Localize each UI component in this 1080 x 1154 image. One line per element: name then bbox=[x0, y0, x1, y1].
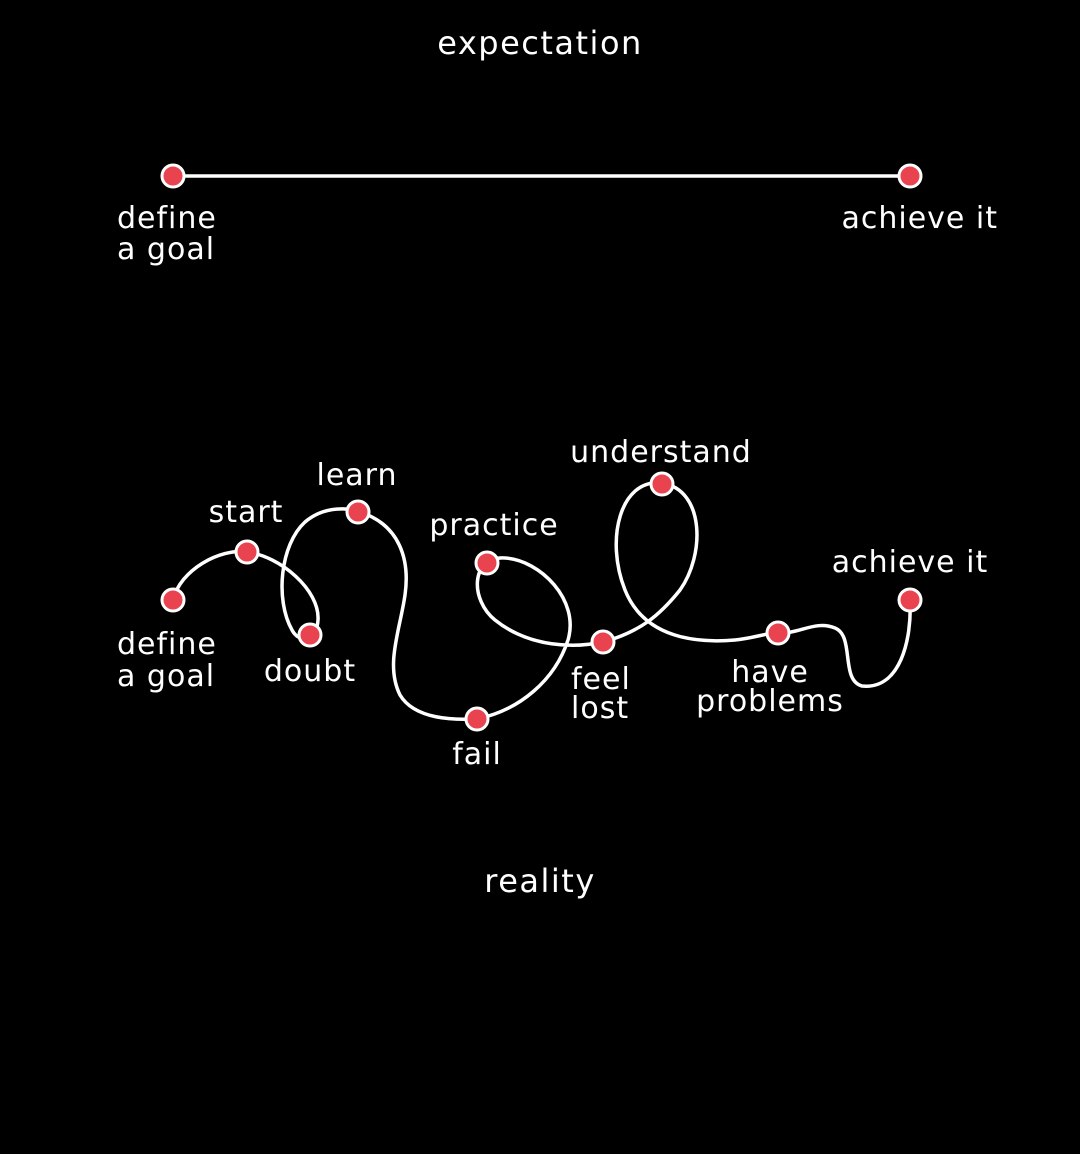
label-practice: practice bbox=[429, 508, 558, 543]
label-feel-lost-line1: feel bbox=[571, 662, 631, 697]
label-learn: learn bbox=[317, 458, 398, 493]
label-define-goal-line1: define bbox=[117, 627, 217, 662]
node-have-problems bbox=[765, 620, 791, 646]
node-define-goal bbox=[160, 587, 186, 613]
label-fail: fail bbox=[452, 737, 502, 772]
expectation-start-label-line1: define bbox=[117, 201, 217, 236]
node-start bbox=[234, 539, 260, 565]
expectation-heading: expectation bbox=[437, 24, 643, 62]
label-achieve: achieve it bbox=[832, 545, 989, 580]
node-doubt bbox=[297, 622, 323, 648]
expectation-end-label: achieve it bbox=[841, 201, 998, 236]
expectation-start-node bbox=[160, 163, 186, 189]
label-doubt: doubt bbox=[264, 654, 356, 689]
node-achieve bbox=[897, 587, 923, 613]
reality-heading: reality bbox=[484, 862, 596, 900]
label-understand: understand bbox=[570, 435, 752, 470]
node-understand bbox=[649, 471, 675, 497]
expectation-start-label-line2: a goal bbox=[117, 232, 215, 267]
label-define-goal-line2: a goal bbox=[117, 659, 215, 694]
node-learn bbox=[345, 499, 371, 525]
label-have-problems-line1: have bbox=[731, 655, 809, 690]
label-feel-lost-line2: lost bbox=[571, 691, 629, 726]
label-start: start bbox=[209, 495, 284, 530]
label-have-problems-line2: problems bbox=[696, 684, 844, 719]
node-fail bbox=[464, 706, 490, 732]
node-feel-lost bbox=[590, 629, 616, 655]
node-practice bbox=[474, 550, 500, 576]
expectation-end-node bbox=[897, 163, 923, 189]
